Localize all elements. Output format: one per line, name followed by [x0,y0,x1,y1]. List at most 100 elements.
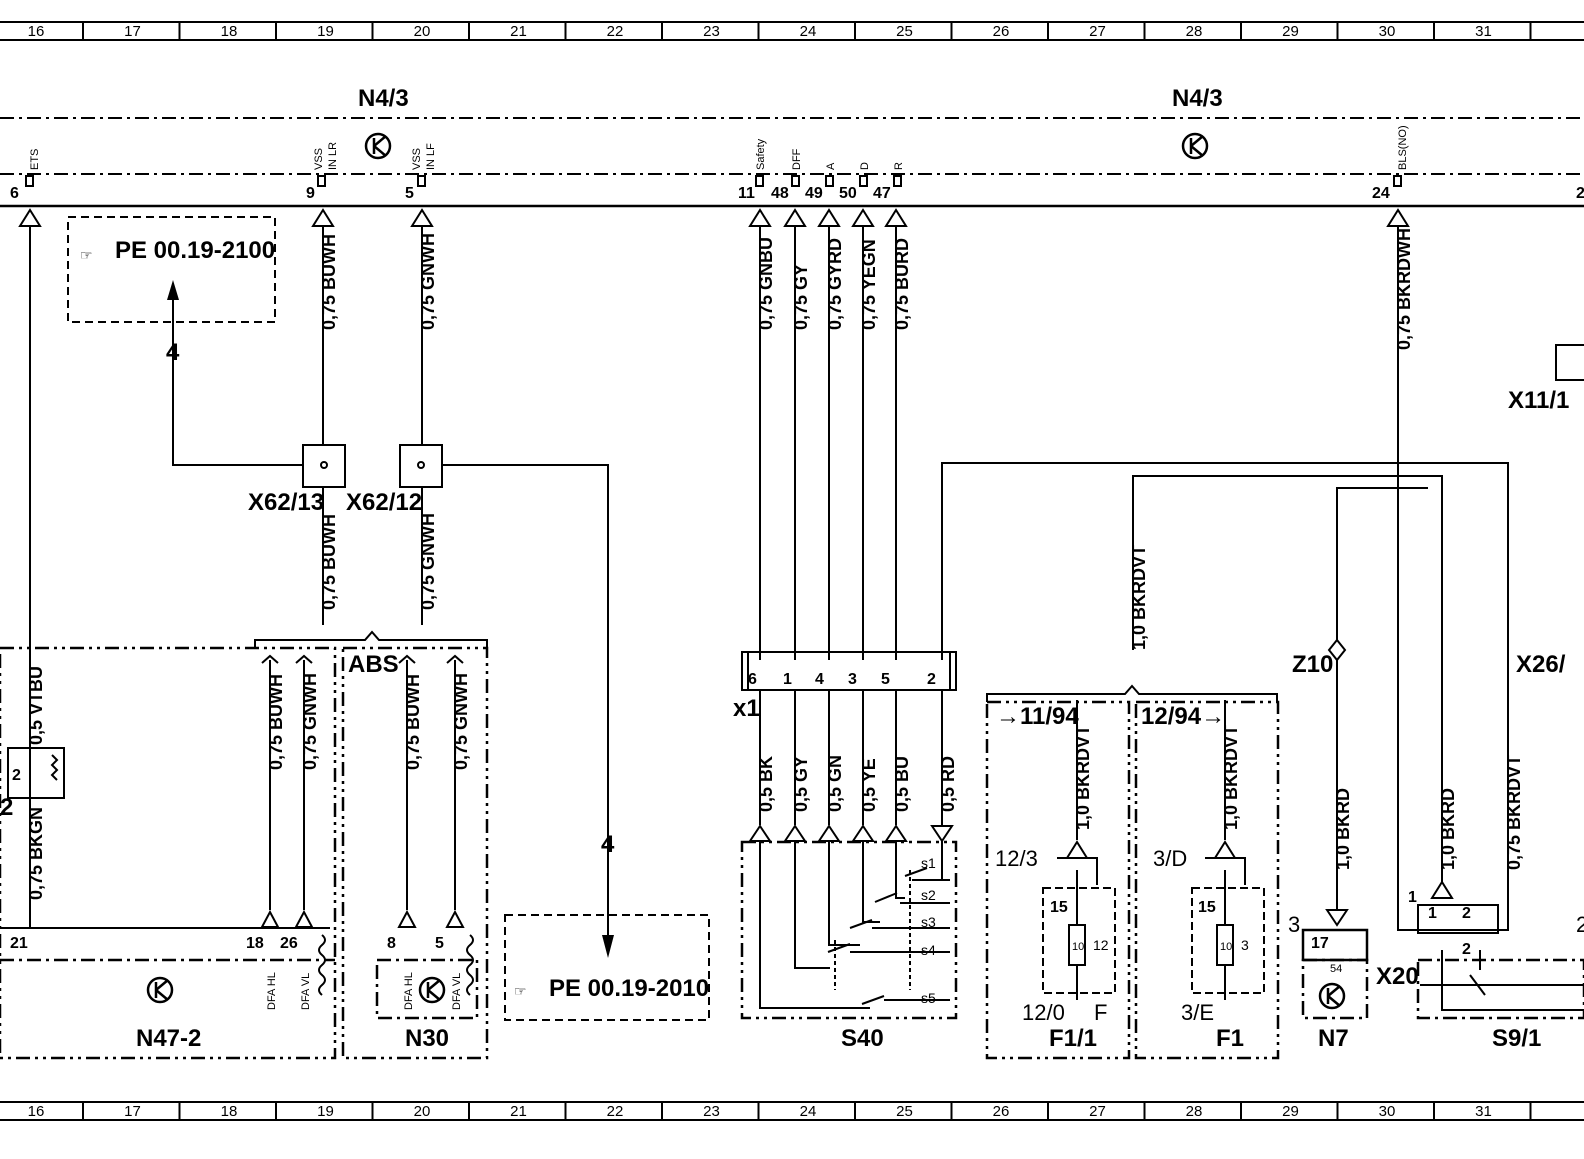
connector-arrow-icon [817,824,841,842]
f1-1-label: F1/1 [1049,1025,1097,1052]
grid-column-label: 18 [221,23,238,40]
grid-column-label: 25 [896,1103,913,1120]
grid-column-label: 19 [317,1103,334,1120]
switch-position: s2 [921,887,936,903]
s40-switch-box [740,840,958,1020]
wire-label: 0,75 BUWH [403,674,423,770]
pin-number: 6 [10,185,19,202]
reference-box[interactable]: ☞ PE 00.19-2010 [504,914,710,1021]
switch-position: s1 [921,855,936,871]
grid-column-label: 24 [800,1103,817,1120]
n7-label: N7 [1318,1025,1349,1052]
grid-column-label: 19 [317,23,334,40]
grid-column-label: 27 [1089,23,1106,40]
signal-r: R [893,162,905,170]
pin-number: 24 [1372,185,1390,202]
grid-column-label: 27 [1089,1103,1106,1120]
signal-bls: BLS(NO) [1397,125,1409,170]
connector-arrow-icon [884,824,908,842]
n43-module-outline [0,117,1584,208]
fuse-rating: 10 [1072,941,1084,953]
wire-label: 0,75 BKRDWH [1394,228,1414,350]
pin-connector [893,175,902,187]
grid-column-label: 20 [414,23,431,40]
signal-dfa-vl: DFA VL [451,973,463,1010]
x11-connector [1555,344,1584,381]
pin-connector [825,175,834,187]
pin-number: 2 [1576,185,1584,202]
pin-number: 4 [815,671,824,688]
fuse-component [1191,840,1265,1000]
n47-2-label: N47-2 [136,1025,201,1052]
s9-1-label: S9/1 [1492,1025,1541,1052]
pin-number: 3 [1288,912,1300,937]
pin-connector [859,175,868,187]
signal-dff: DFF [791,148,803,170]
fuse-component [1042,840,1116,1000]
connector-arrow-icon [1325,909,1349,927]
grid-column-label: 16 [28,23,45,40]
transistor-icon [1181,132,1209,160]
x20-connector [1417,904,1499,934]
connector-arrow-icon [445,909,465,928]
fuse-rating: 10 [1220,941,1232,953]
signal-d: D [859,162,871,170]
grid-column-label: 17 [124,23,141,40]
signal-ets: ETS [29,149,41,170]
n30-module [341,646,489,1060]
grid-column-label: 23 [703,23,720,40]
wire-label: 0,75 BUWH [319,234,339,330]
wire-label: 0,5 BU [892,756,912,812]
wire-label: 1,0 BKRD [1438,788,1458,870]
wire-label: 0,75 GNWH [451,673,471,770]
wire-label: 0,75 BKGN [26,807,46,900]
wire-label: 0,5 VTBU [26,666,46,745]
splice-arrow-icon [398,654,416,664]
connector-arrow-icon [18,208,42,227]
n43-label-right: N4/3 [1172,85,1223,112]
x20-label: X20 [1376,963,1419,990]
switch-position: s4 [921,942,936,958]
pin-number: 18 [246,935,264,952]
abs-bracket [254,630,488,648]
connector-arrow-icon [783,824,807,842]
grid-column-label: 29 [1282,1103,1299,1120]
pin-number: 48 [771,185,789,202]
x26-label: X26/ [1516,651,1566,678]
grid-column-label: 22 [607,23,624,40]
pin-number: F [1094,1000,1107,1025]
pin-connector [791,175,800,187]
grid-column-label: 28 [1186,1103,1203,1120]
pin-number: 2 [1576,912,1584,937]
pin-number: 3 [1241,937,1249,953]
wire-label: 0,5 GN [825,755,845,812]
pin-number: 5 [405,185,414,202]
x1-connector [741,651,957,691]
pin-number: 26 [280,935,298,952]
pin-number: 1 [783,671,792,688]
wire-label: 0,75 GNWH [418,513,438,610]
s9-1-contacts [1420,880,1584,1011]
hand-pointer-icon: ☞ [514,983,527,999]
resistor-component [7,747,65,799]
splice-diamond-icon [1327,638,1347,662]
reference-box[interactable]: ☞ PE 00.19-2100 [67,216,276,323]
grid-column-label: 30 [1379,23,1396,40]
wire-label: 0,5 GY [791,756,811,812]
grid-column-label: 16 [28,1103,45,1120]
grid-bar-top [0,21,1584,41]
pin-number: 15 [1050,899,1068,916]
splice-arrow-icon [446,654,464,664]
splice-12-94: 12/94→ [1141,703,1225,730]
signal-safety: Safety [755,138,767,170]
grid-column-label: 25 [896,23,913,40]
grid-column-label: 18 [221,1103,238,1120]
signal-vss-lr: VSS [313,148,325,170]
n30-label: N30 [405,1025,449,1052]
connector-arrow-icon [294,909,314,928]
pin-number: 15 [1198,899,1216,916]
grid-column-label: 20 [414,1103,431,1120]
fuse-bracket [986,684,1278,702]
